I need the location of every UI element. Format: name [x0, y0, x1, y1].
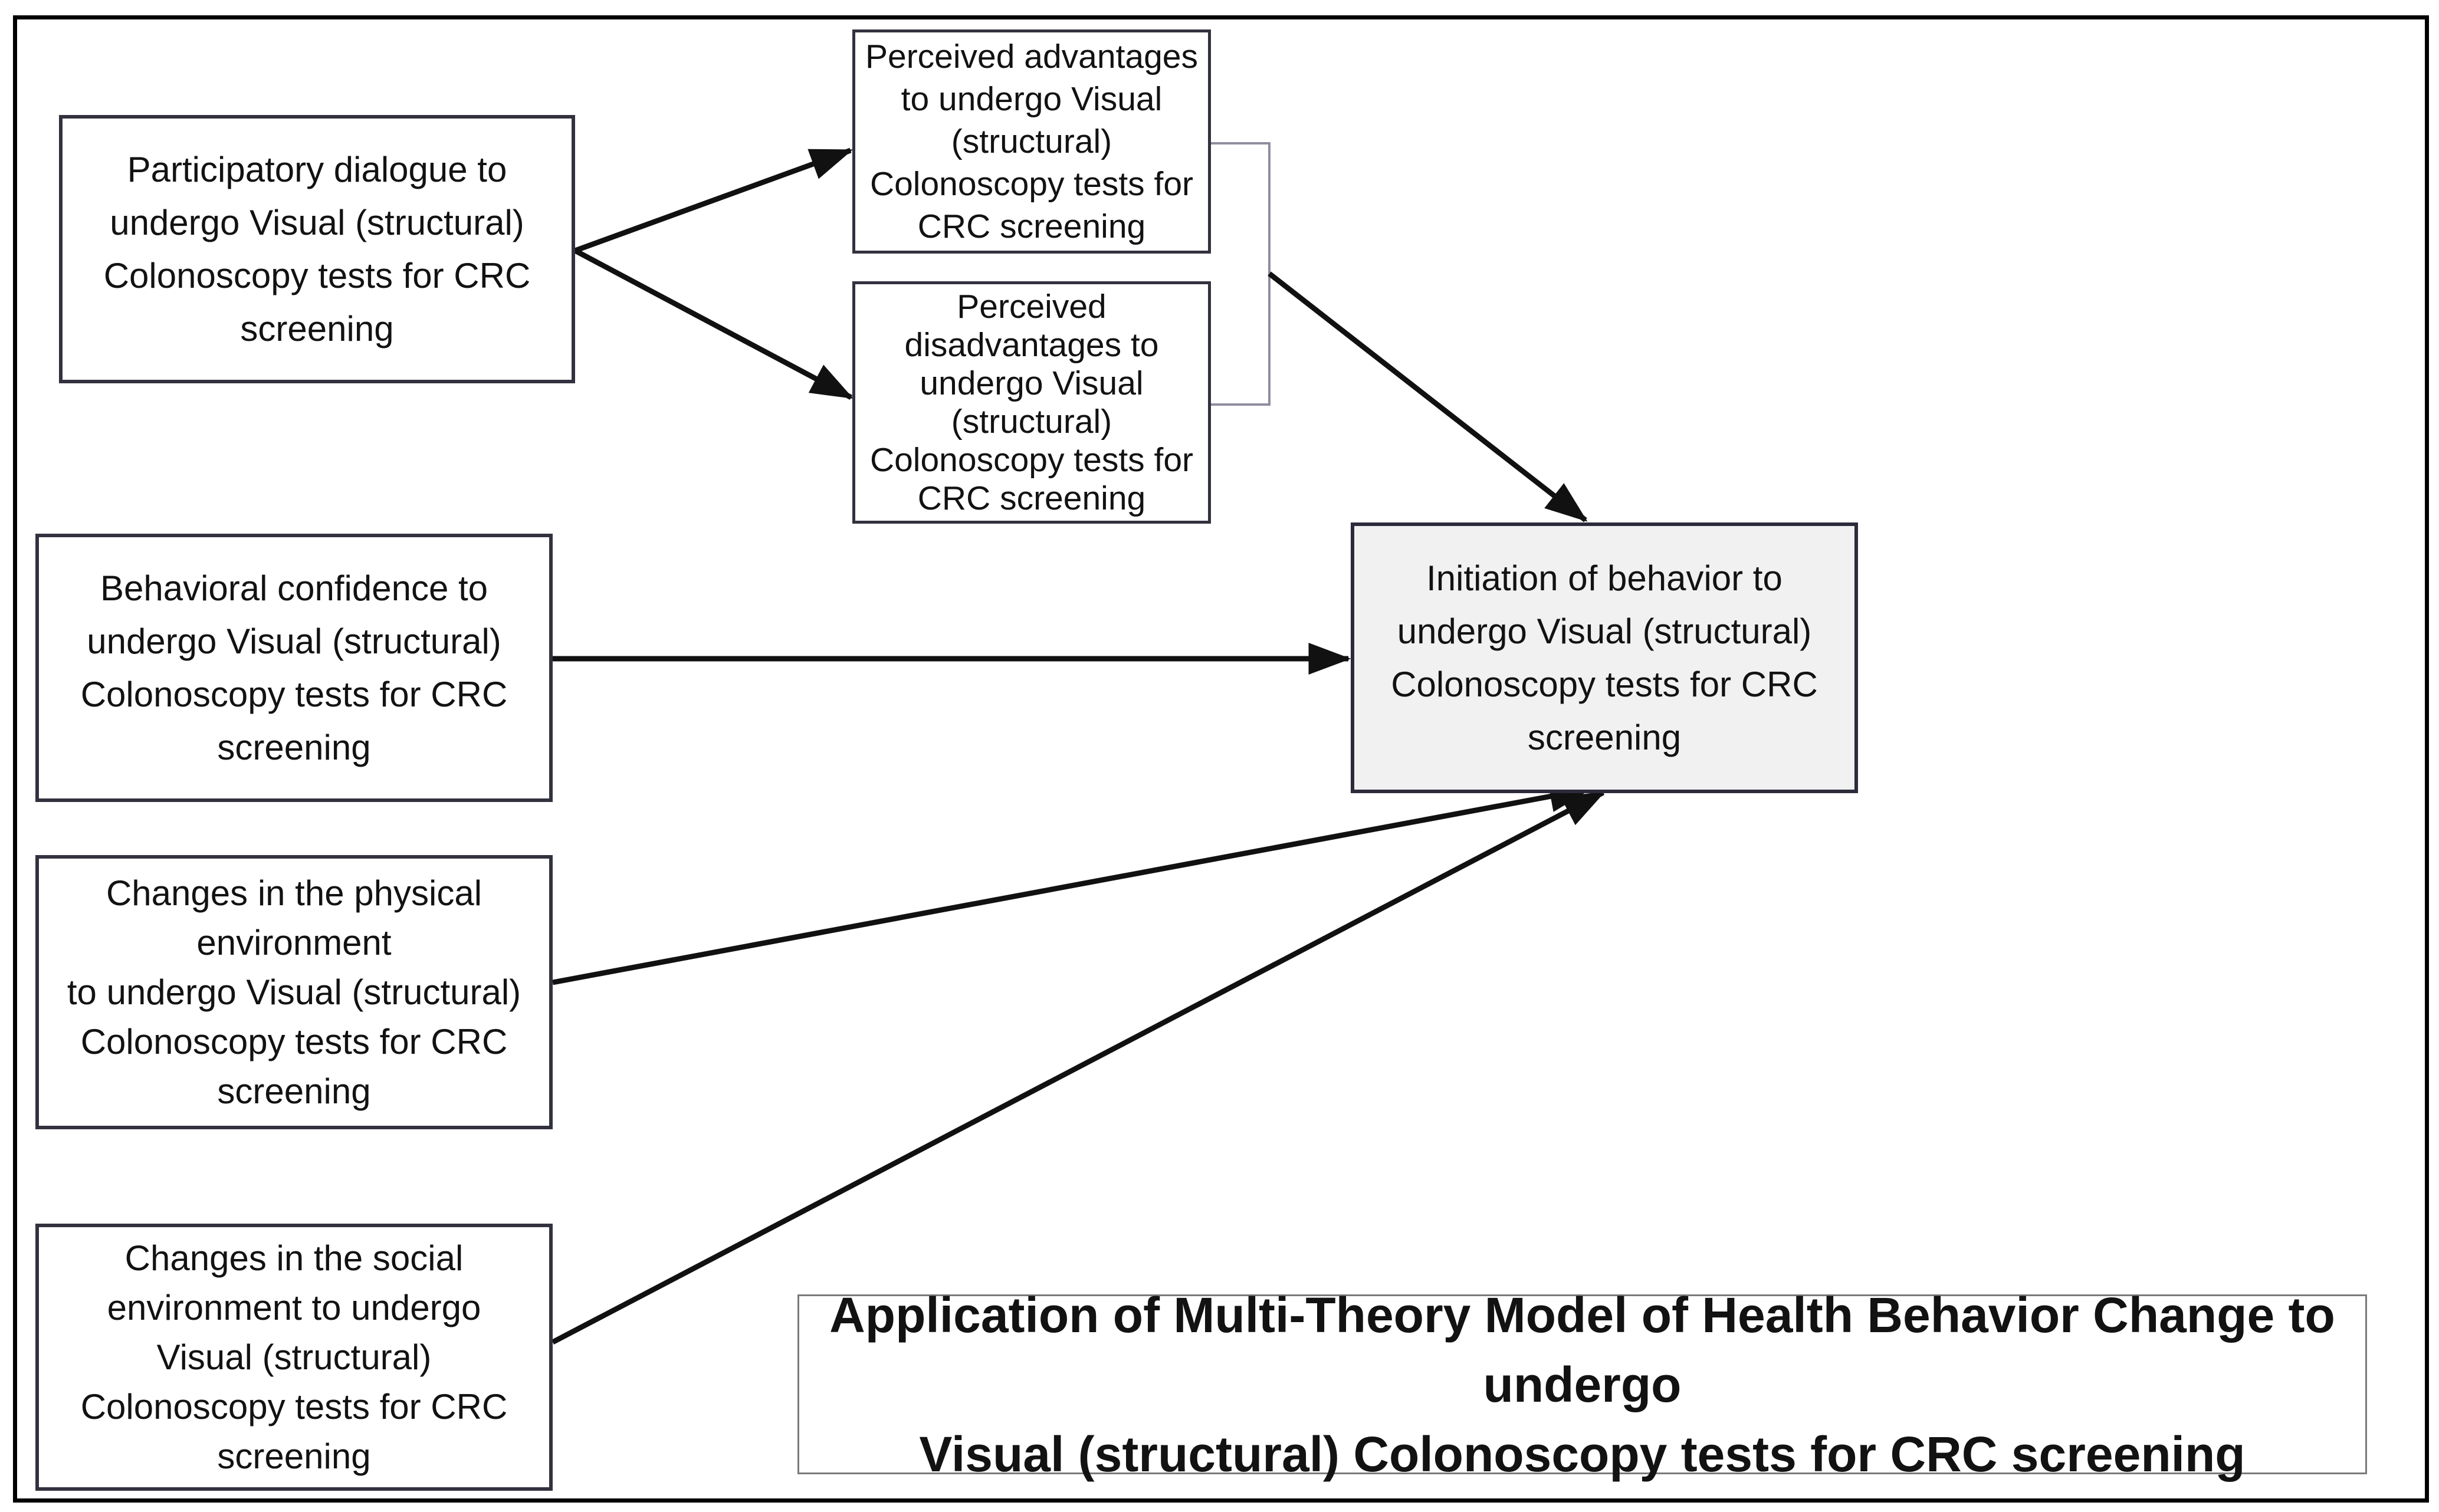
box-changes-social-environment: Changes in the social environment to und…: [35, 1224, 553, 1491]
caption-box: Application of Multi-Theory Model of Hea…: [797, 1287, 2367, 1482]
box-perceived-advantages-label: Perceived advantages to undergo Visual (…: [865, 38, 1199, 245]
box-participatory-dialogue: Participatory dialogue to undergo Visual…: [59, 115, 575, 383]
box-changes-physical-environment-label: Changes in the physical environment to u…: [67, 873, 521, 1111]
box-perceived-disadvantages: Perceived disadvantages to undergo Visua…: [852, 281, 1211, 524]
box-perceived-advantages: Perceived advantages to undergo Visual (…: [852, 29, 1211, 254]
box-participatory-dialogue-label: Participatory dialogue to undergo Visual…: [103, 149, 531, 349]
box-behavioral-confidence: Behavioral confidence to undergo Visual …: [35, 534, 553, 802]
box-perceived-disadvantages-label: Perceived disadvantages to undergo Visua…: [869, 287, 1194, 517]
caption-text: Application of Multi-Theory Model of Hea…: [829, 1287, 2335, 1482]
box-initiation-of-behavior: Initiation of behavior to undergo Visual…: [1351, 522, 1858, 793]
box-changes-social-environment-label: Changes in the social environment to und…: [80, 1238, 508, 1476]
box-changes-physical-environment: Changes in the physical environment to u…: [35, 855, 553, 1129]
outer-frame: [13, 15, 2429, 1503]
box-behavioral-confidence-label: Behavioral confidence to undergo Visual …: [80, 568, 508, 767]
box-initiation-of-behavior-label: Initiation of behavior to undergo Visual…: [1391, 558, 1818, 757]
